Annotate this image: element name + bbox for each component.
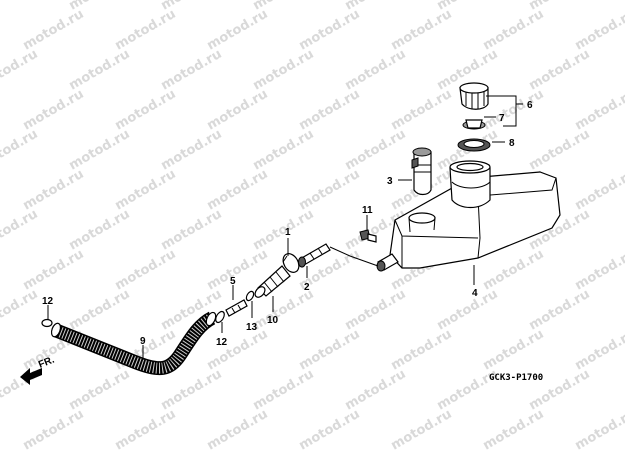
watermark-text: motod.ru [67,207,133,254]
watermark-text: motod.ru [251,207,317,254]
watermark-text: motod.ru [205,87,271,134]
callout-12-mid: 12 [216,337,228,348]
watermark-text: motod.ru [573,247,625,294]
watermark-text: motod.ru [573,407,625,454]
watermark-text: motod.ru [21,407,87,454]
front-direction-arrow [20,368,42,385]
watermark-text: motod.ru [0,207,40,254]
watermark-text: motod.ru [527,127,593,174]
watermark-text: motod.ru [297,327,363,374]
callout-10: 10 [267,315,279,326]
watermark-text: motod.ru [573,87,625,134]
filler-gasket [457,138,491,152]
callout-5: 5 [230,276,236,287]
watermark-text: motod.ru [573,327,625,374]
cap-packing [462,119,486,130]
hose-clamp [282,253,300,273]
watermark-text: motod.ru [297,87,363,134]
watermark-text: motod.ru [573,7,625,54]
watermark-text: motod.ru [159,127,225,174]
watermark-text: motod.ru [67,47,133,94]
watermark-text: motod.ru [297,167,363,214]
watermark-text: motod.ru [21,7,87,54]
watermark-text: motod.ru [67,367,133,414]
callout-6: 6 [527,100,533,111]
watermark-text: motod.ru [389,7,455,54]
callout-9: 9 [140,336,146,347]
watermark-text: motod.ru [481,327,547,374]
watermark-text: motod.ru [389,87,455,134]
watermark-text: motod.ru [159,47,225,94]
watermark-text: motod.ru [435,287,501,334]
watermark-text: motod.ru [21,167,87,214]
watermark-text: motod.ru [389,327,455,374]
watermark-text: motod.ru [205,407,271,454]
watermark-text: motod.ru [251,127,317,174]
watermark-text: motod.ru [297,7,363,54]
watermark-text: motod.ru [343,127,409,174]
callout-2: 2 [304,282,310,293]
watermark-text: motod.ru [0,127,40,174]
strainer [411,147,432,196]
watermark-text: motod.ru [21,247,87,294]
hose-joint [298,243,331,268]
watermark-text: motod.ru [159,207,225,254]
watermark-text: motod.ru [481,407,547,454]
callout-4: 4 [472,288,478,299]
watermark-text: motod.ru [343,287,409,334]
watermark-text: motod.ru [67,127,133,174]
callout-1: 1 [285,227,291,238]
bolt [359,229,377,243]
watermark-text: motod.ru [0,0,40,13]
fitting [225,299,248,317]
leader-lines [47,95,523,360]
watermark-text: motod.ru [205,7,271,54]
watermark-text: motod.ru [0,287,40,334]
reservoir-tank [376,160,561,272]
watermark-text: motod.ru [205,327,271,374]
watermark-text: motod.ru [113,167,179,214]
callout-13: 13 [246,322,258,333]
callout-12-left: 12 [42,296,54,307]
clamp-ring [41,318,53,328]
watermark-text: motod.ru [527,287,593,334]
watermark-text: motod.ru [251,367,317,414]
watermark-text: motod.ru [527,47,593,94]
watermark-text: motod.ru [21,87,87,134]
watermark-text: motod.ru [205,167,271,214]
clip [245,290,255,302]
watermark-text: motod.ru [113,407,179,454]
watermark-text: motod.ru [0,47,40,94]
watermark-text: motod.ru [67,287,133,334]
watermark-text: motod.ru [389,407,455,454]
diagram-code: GCK3-P1700 [489,373,543,383]
reservoir-cap [459,82,489,110]
watermark-text: motod.ru [113,87,179,134]
callout-7: 7 [499,113,505,124]
watermark-text: motod.ru [573,167,625,214]
watermark-text: motod.ru [251,47,317,94]
overflow-tube [50,311,217,376]
callout-8: 8 [509,138,515,149]
watermark-text: motod.ru [481,247,547,294]
watermark-text: motod.ru [481,7,547,54]
watermark-text: motod.ru [113,7,179,54]
callout-11: 11 [362,205,373,216]
watermark-text: motod.ru [297,407,363,454]
boot [254,265,291,298]
watermark-text: motod.ru [343,47,409,94]
watermark-text: motod.ru [113,247,179,294]
clamp-small [215,310,225,324]
callout-3: 3 [387,176,393,187]
watermark-text: motod.ru [343,367,409,414]
